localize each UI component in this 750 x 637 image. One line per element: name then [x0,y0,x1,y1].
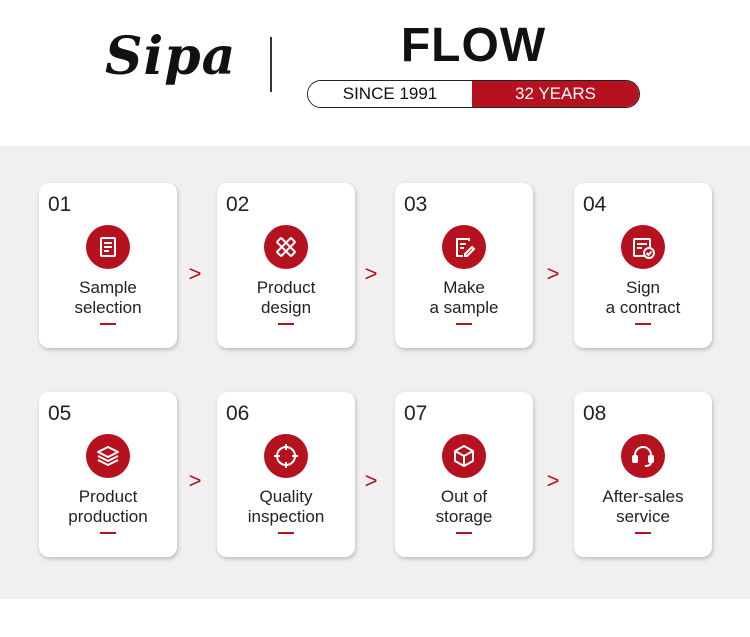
arrow-6-7: > [364,468,378,493]
pencil-ruler-icon [264,225,308,269]
step-dash [635,532,651,534]
crosshair-icon [264,434,308,478]
step-dash [100,532,116,534]
step-dash [456,323,472,325]
arrow-3-4: > [546,261,560,286]
step-number: 01 [48,193,72,216]
page-title: FLOW [400,19,547,72]
arrow-1-2: > [188,261,202,286]
step-number: 05 [48,402,72,425]
footer-space [0,599,750,637]
step-dash [278,532,294,534]
since-badge: SINCE 1991 32 YEARS [307,80,640,108]
step-dash [278,323,294,325]
step-number: 07 [404,402,428,425]
brand-logo: Sipa [105,26,237,87]
step-dash [456,532,472,534]
header-divider [270,37,272,92]
edit-document-icon [442,225,486,269]
contract-check-icon [621,225,665,269]
box-icon [442,434,486,478]
step-number: 03 [404,193,428,216]
years-label: 32 YEARS [472,81,639,107]
step-dash [100,323,116,325]
step-number: 04 [583,193,607,216]
step-dash [635,323,651,325]
step-number: 02 [226,193,250,216]
header: Sipa FLOW SINCE 1991 32 YEARS [0,0,750,145]
headset-icon [621,434,665,478]
arrow-7-8: > [546,468,560,493]
step-number: 08 [583,402,607,425]
arrow-5-6: > [188,468,202,493]
arrow-2-3: > [364,261,378,286]
document-list-icon [86,225,130,269]
since-label: SINCE 1991 [308,81,472,107]
layers-icon [86,434,130,478]
step-number: 06 [226,402,250,425]
